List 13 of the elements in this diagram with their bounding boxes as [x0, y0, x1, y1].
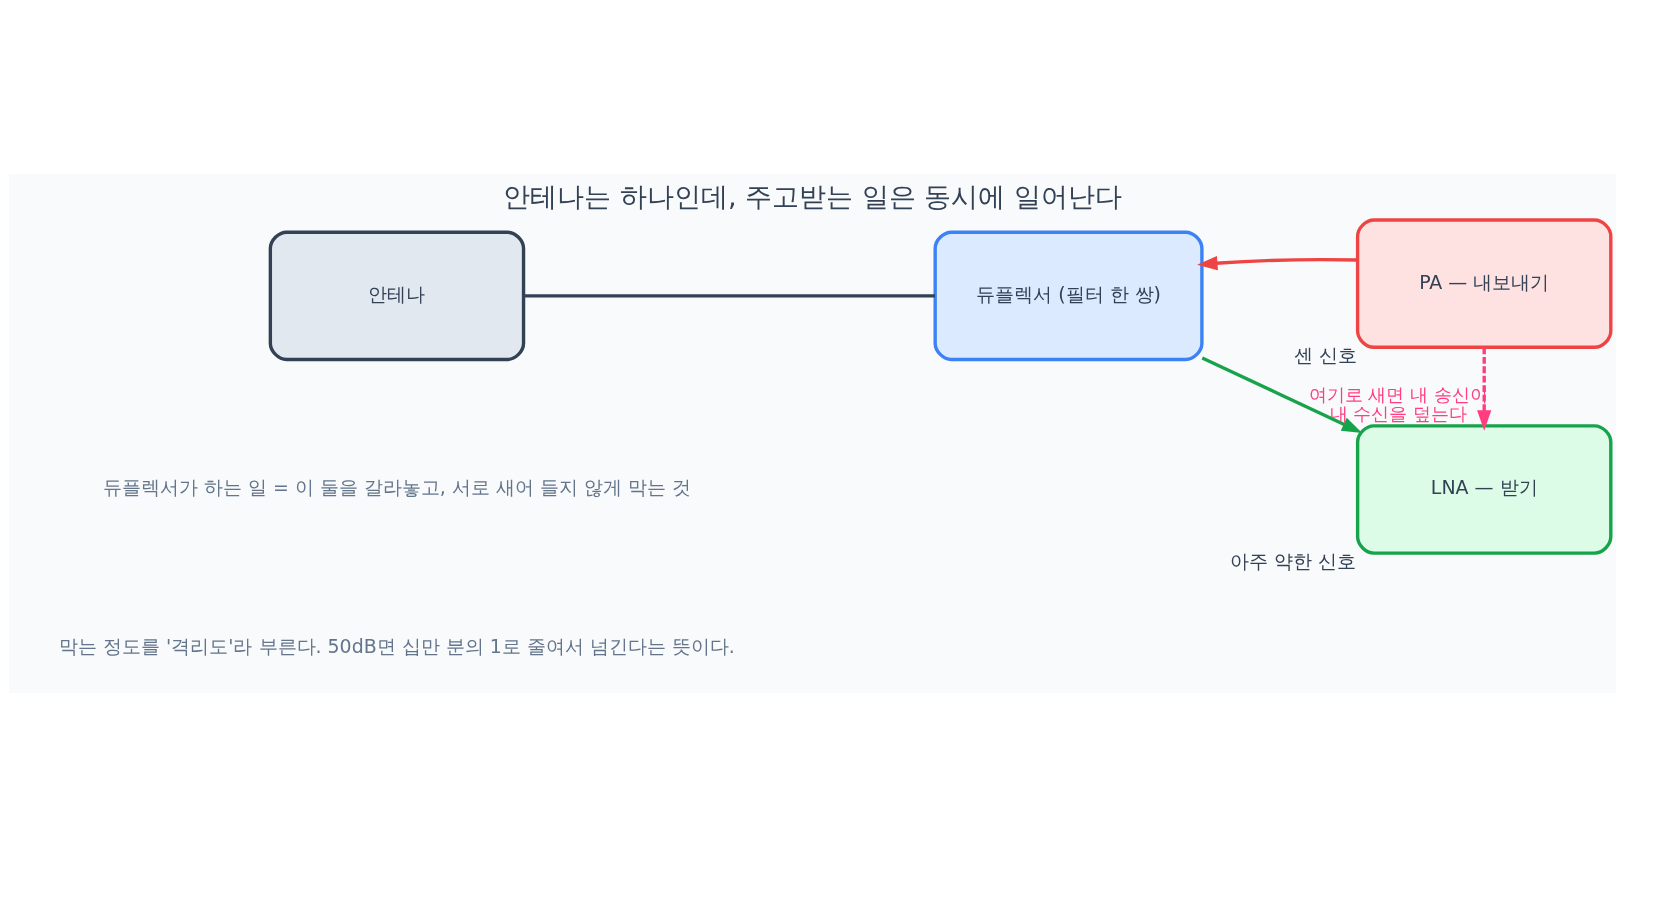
label: 막는 정도를 '격리도'라 부른다. 50dB면 십만 분의 1로 줄여서 넘긴다는 뜻이다. — [59, 634, 735, 657]
node-box: 안테나 — [268, 230, 526, 361]
arrow — [1201, 355, 1363, 433]
node-box: PA — 내보내기 — [1355, 217, 1613, 349]
node-label: 센 신호 — [1293, 343, 1357, 366]
connector — [523, 293, 935, 298]
node-box: 듀플렉서 (필터 한 쌍) — [933, 230, 1204, 361]
node-label: 아주 약한 신호 — [1230, 549, 1357, 572]
diagram-title: 안테나는 하나인데, 주고받는 일은 동시에 일어난다 — [503, 181, 1122, 212]
arrow — [1197, 255, 1358, 270]
label: 듀플렉서가 하는 일 = 이 둘을 갈라놓고, 서로 새어 들지 않게 막는 것 — [102, 475, 692, 498]
node-box: LNA — 받기 — [1355, 423, 1613, 555]
arrow — [1477, 346, 1492, 431]
